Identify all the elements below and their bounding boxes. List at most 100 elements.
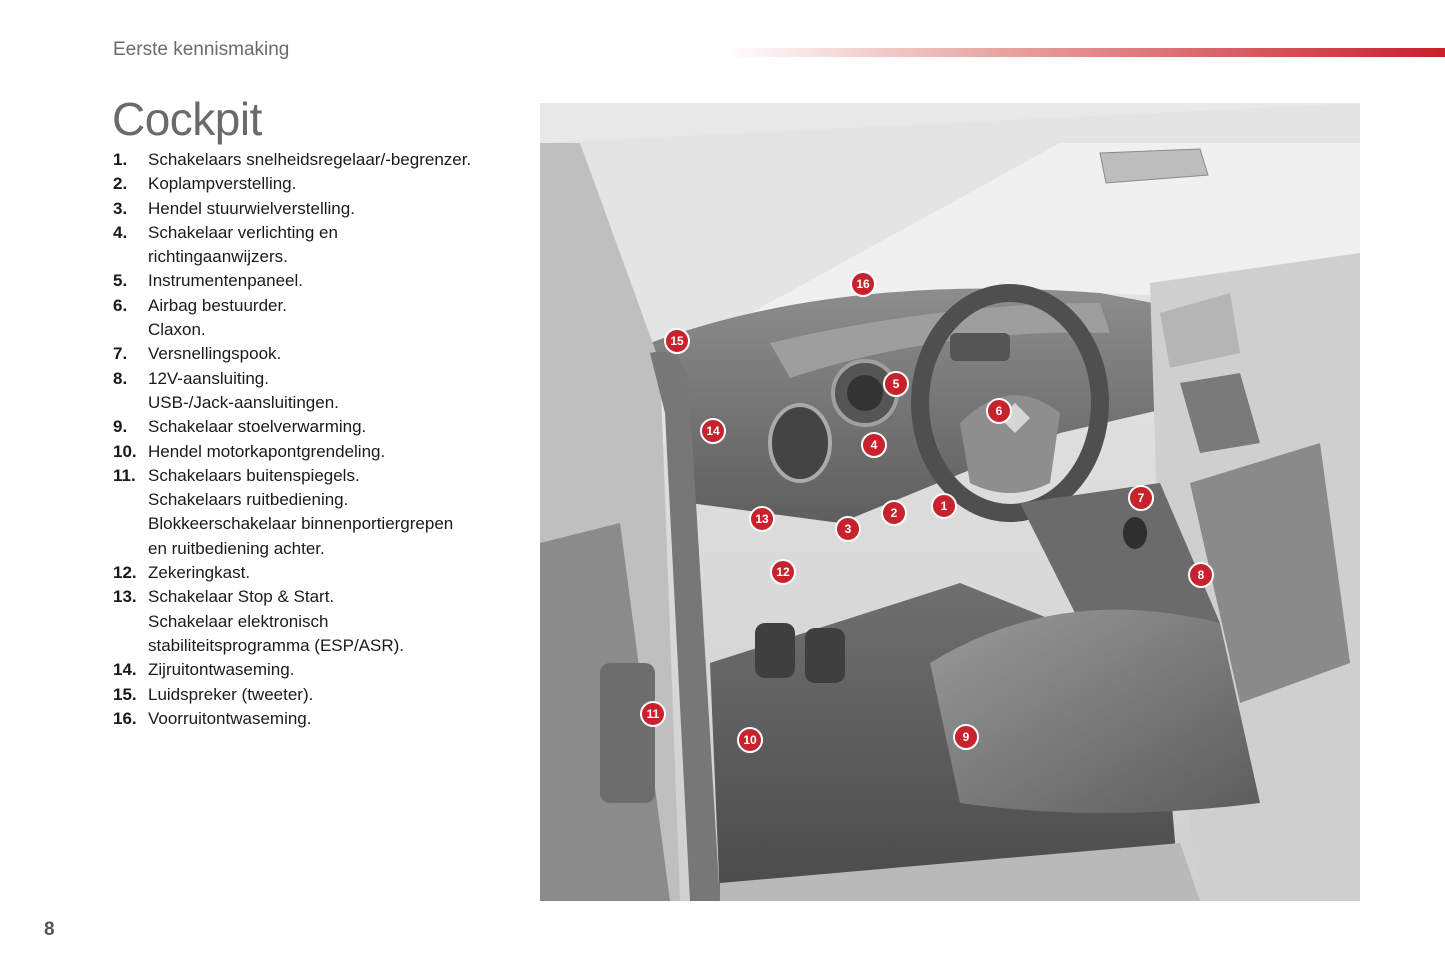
legend-item-text: Claxon. — [148, 320, 206, 340]
legend-item: 13. Schakelaar Stop & Start. Schakelaar el… — [113, 585, 523, 658]
legend-item-number: 3. — [113, 198, 128, 218]
legend-item-number: 15. — [113, 684, 137, 704]
instrument-dial — [847, 375, 883, 411]
legend-item-text: Schakelaar verlichting en — [148, 222, 338, 242]
legend-item-text: Schakelaars buitenspiegels. — [148, 465, 360, 485]
callout-12-label: 12 — [776, 565, 790, 579]
legend-item-text: Instrumentenpaneel. — [148, 271, 303, 291]
callout-1-label: 1 — [941, 499, 948, 513]
door-handle — [1160, 293, 1240, 368]
callout-11-label: 11 — [647, 707, 660, 721]
legend-item-text: 12V-aansluiting. — [148, 368, 269, 388]
callout-9-label: 9 — [963, 730, 970, 744]
legend-item-number: 6. — [113, 295, 128, 315]
callout-13: 13 — [749, 506, 775, 532]
callout-11: 11 — [640, 701, 666, 727]
legend-item: 3. Hendel stuurwielverstelling. — [113, 197, 523, 221]
legend-item: 9. Schakelaar stoelverwarming. — [113, 415, 523, 439]
callout-2: 2 — [881, 500, 907, 526]
callout-9: 9 — [953, 724, 979, 750]
gear-knob — [1123, 517, 1147, 549]
legend-item-text: richtingaanwijzers. — [148, 247, 288, 267]
legend-item-number: 7. — [113, 344, 128, 364]
air-vent-left — [768, 403, 832, 483]
legend-item: 14. Zijruitontwaseming. — [113, 658, 523, 682]
legend-item-number: 12. — [113, 563, 137, 583]
legend-item: 12. Zekeringkast. — [113, 561, 523, 585]
callout-3-label: 3 — [845, 522, 852, 536]
legend-item-number: 9. — [113, 417, 128, 437]
legend-item-text: Voorruitontwaseming. — [148, 708, 312, 728]
legend-item-text: Airbag bestuurder. — [148, 295, 287, 315]
legend-item-text: Koplampverstelling. — [148, 174, 297, 194]
legend-item: 4. Schakelaar verlichting en richtingaanwi… — [113, 221, 523, 270]
legend-item-text: Schakelaar stoelverwarming. — [148, 417, 367, 437]
legend-item-number: 14. — [113, 660, 137, 680]
callout-13-label: 13 — [755, 512, 769, 526]
callout-7: 7 — [1128, 485, 1154, 511]
callout-12: 12 — [770, 559, 796, 585]
legend-item-text: Hendel motorkapontgrendeling. — [148, 441, 386, 461]
callout-8: 8 — [1188, 562, 1214, 588]
legend-item: 8. 12V-aansluiting. USB-/Jack-aansluitinge… — [113, 367, 523, 416]
legend-item-text: Hendel stuurwielverstelling. — [148, 198, 355, 218]
section-title: Eerste kennismaking — [113, 39, 290, 60]
legend-item-number: 2. — [113, 174, 128, 194]
legend-item: 1.Schakelaars snelheidsregelaar/-begrenz… — [113, 148, 523, 172]
page-number: 8 — [44, 919, 55, 940]
callout-6-label: 6 — [996, 404, 1003, 418]
cockpit-illustration: 1 2 3 4 5 6 7 8 9 10 11 12 13 14 15 16 — [540, 103, 1360, 901]
legend-item: 10.Hendel motorkapontgrendeling. — [113, 440, 523, 464]
legend-item-number: 5. — [113, 271, 128, 291]
callout-1: 1 — [931, 493, 957, 519]
legend-item-text: Luidspreker (tweeter). — [148, 684, 314, 704]
legend-item-number: 4. — [113, 222, 128, 242]
callout-10: 10 — [737, 727, 763, 753]
legend-item-text: stabiliteitsprogramma (ESP/ASR). — [148, 635, 405, 655]
callout-16-label: 16 — [856, 277, 870, 291]
pedal-brake — [805, 628, 845, 683]
steering-wheel — [911, 284, 1109, 522]
seat-backrest — [1190, 443, 1350, 703]
door-seal — [650, 351, 720, 901]
legend-item-number: 16. — [113, 708, 137, 728]
legend-item-text: Schakelaars snelheidsregelaar/-begrenzer… — [148, 150, 472, 169]
driver-seat — [930, 609, 1260, 813]
door-sill — [720, 843, 1200, 901]
callout-15: 15 — [664, 328, 690, 354]
cockpit-drawing: 1 2 3 4 5 6 7 8 9 10 11 12 13 14 15 16 — [540, 103, 1360, 901]
legend-item-text: Schakelaar Stop & Start. — [148, 587, 335, 607]
callout-7-label: 7 — [1138, 491, 1145, 505]
legend-item-text: Schakelaars ruitbediening. — [148, 490, 349, 510]
legend-item-text: Blokkeerschakelaar binnenportiergrepen — [148, 514, 454, 534]
legend-item-number: 13. — [113, 587, 137, 607]
legend-item-text: Versnellingspook. — [148, 344, 282, 364]
legend-item: 2. Koplampverstelling. — [113, 172, 523, 196]
callout-4-label: 4 — [871, 438, 878, 452]
page-title: Cockpit — [112, 93, 262, 145]
window-switch — [1180, 373, 1260, 453]
legend-item: 5. Instrumentenpaneel. — [113, 269, 523, 293]
legend-item-text: USB-/Jack-aansluitingen. — [148, 392, 339, 412]
legend-item-text: Zijruitontwaseming. — [148, 660, 295, 680]
rear-view-mirror — [1099, 148, 1209, 184]
callout-5: 5 — [883, 371, 909, 397]
callout-15-label: 15 — [670, 334, 684, 348]
callout-10-label: 10 — [743, 733, 757, 747]
legend-item: 7. Versnellingspook. — [113, 342, 523, 366]
callout-14: 14 — [700, 418, 726, 444]
callout-3: 3 — [835, 516, 861, 542]
callout-4: 4 — [861, 432, 887, 458]
legend-item-text: Schakelaar elektronisch — [148, 611, 329, 631]
steering-hub — [960, 395, 1060, 493]
legend-item-text: Zekeringkast. — [148, 563, 251, 583]
door-switch-panel — [600, 663, 655, 803]
callout-14-label: 14 — [706, 424, 720, 438]
callout-8-label: 8 — [1198, 568, 1205, 582]
legend-item: 16. Voorruitontwaseming. — [113, 707, 523, 731]
cockpit-legend-list: 1.Schakelaars snelheidsregelaar/-begrenz… — [113, 148, 523, 731]
legend-item: 6. Airbag bestuurder. Claxon. — [113, 294, 523, 343]
legend-item: 15. Luidspreker (tweeter). — [113, 683, 523, 707]
legend-item-number: 8. — [113, 368, 128, 388]
header-accent-bar — [725, 48, 1445, 57]
